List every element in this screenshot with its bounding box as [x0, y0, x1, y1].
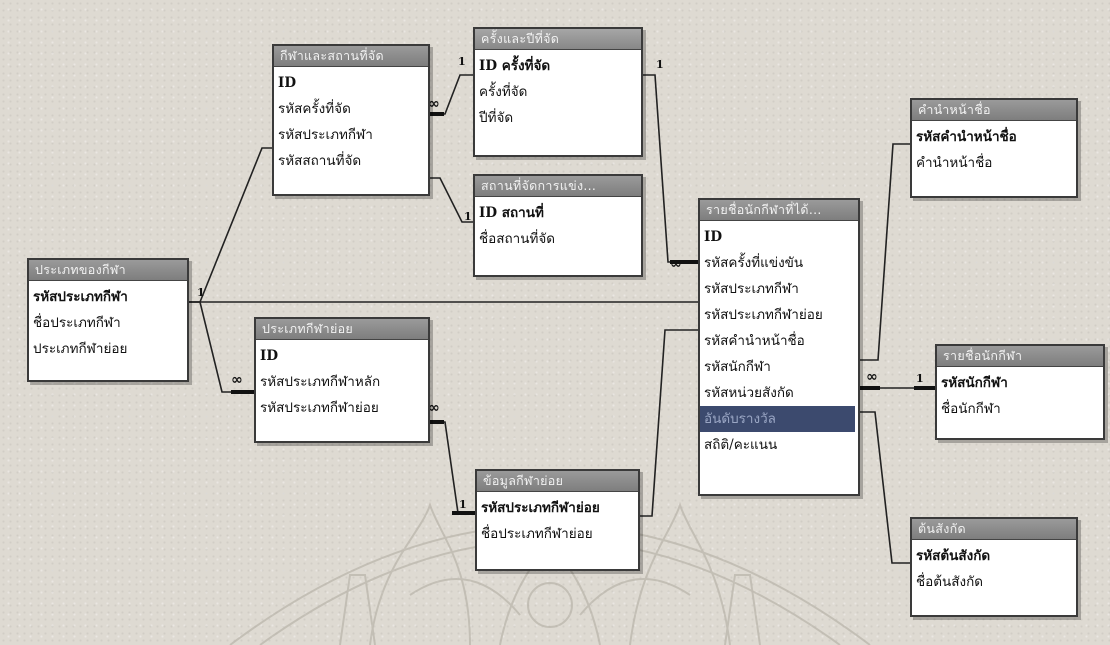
field-row[interactable]: รหัสประเภทกีฬาย่อย — [260, 400, 379, 416]
one-label: 1 — [656, 58, 664, 71]
field-row[interactable]: ชื่อนักกีฬา — [941, 401, 1001, 417]
table-title[interactable]: สถานที่จัดการแข่ง... — [475, 176, 641, 197]
field-row[interactable]: ชื่อประเภทกีฬา — [33, 315, 121, 331]
relationship-lines — [189, 74, 935, 564]
table-title[interactable]: คำนำหน้าชื่อ — [912, 100, 1076, 121]
field-row[interactable]: ปีที่จัด — [479, 110, 514, 126]
field-row[interactable]: ID — [260, 348, 279, 364]
table-title[interactable]: ครั้งและปีที่จัด — [475, 29, 641, 50]
table-subtype-info[interactable]: ข้อมูลกีฬาย่อย รหัสประเภทกีฬาย่อย ชื่อปร… — [475, 469, 640, 571]
many-label: ∞ — [670, 256, 682, 272]
table-medal-athletes[interactable]: รายชื่อนักกีฬาที่ได้... ID รหัสครั้งที่แ… — [698, 198, 860, 496]
table-title[interactable]: ต้นสังกัด — [912, 519, 1076, 540]
field-row[interactable]: ID ครั้งที่จัด — [479, 58, 551, 74]
field-row[interactable]: ครั้งที่จัด — [479, 84, 528, 100]
table-subtype-groups[interactable]: ประเภทกีฬาย่อย ID รหัสประเภทกีฬาหลัก รหั… — [254, 317, 430, 443]
field-row[interactable]: รหัสประเภทกีฬา — [704, 281, 799, 297]
field-row[interactable]: รหัสคำนำหน้าชื่อ — [704, 333, 805, 349]
field-row[interactable]: รหัสนักกีฬา — [941, 375, 1008, 391]
field-row[interactable]: รหัสคำนำหน้าชื่อ — [916, 129, 1017, 145]
many-label: ∞ — [428, 96, 440, 112]
field-row[interactable]: รหัสประเภทกีฬา — [278, 127, 373, 143]
field-row[interactable]: ID สถานที่ — [479, 205, 544, 221]
field-row[interactable]: รหัสต้นสังกัด — [916, 548, 991, 564]
table-title[interactable]: ประเภทของกีฬา — [29, 260, 187, 281]
field-row[interactable]: รหัสประเภทกีฬาย่อย — [704, 307, 823, 323]
many-label: ∞ — [866, 369, 878, 385]
field-row[interactable]: รหัสหน่วยสังกัด — [704, 385, 794, 401]
many-label: ∞ — [231, 372, 243, 388]
field-row[interactable]: รหัสประเภทกีฬาย่อย — [481, 500, 600, 516]
table-games-venues[interactable]: กีฬาและสถานที่จัด ID รหัสครั้งที่จัด รหั… — [272, 44, 430, 196]
one-label: 1 — [459, 498, 467, 511]
table-affiliation[interactable]: ต้นสังกัด รหัสต้นสังกัด ชื่อต้นสังกัด — [910, 517, 1078, 617]
table-title[interactable]: ประเภทกีฬาย่อย — [256, 319, 428, 340]
table-title[interactable]: กีฬาและสถานที่จัด — [274, 46, 428, 67]
one-label: 1 — [464, 210, 472, 223]
table-title[interactable]: ข้อมูลกีฬาย่อย — [477, 471, 638, 492]
field-row[interactable]: ชื่อประเภทกีฬาย่อย — [481, 526, 593, 542]
field-row[interactable]: ชื่อสถานที่จัด — [479, 231, 556, 247]
selected-field-row[interactable]: อันดับรางวัล — [700, 406, 855, 432]
field-row[interactable]: ID — [278, 75, 297, 91]
field-row[interactable]: รหัสครั้งที่จัด — [278, 101, 351, 117]
one-label: 1 — [916, 372, 924, 385]
field-row[interactable]: คำนำหน้าชื่อ — [916, 155, 993, 171]
field-row[interactable]: สถิติ/คะแนน — [704, 437, 778, 453]
field-row[interactable]: รหัสประเภทกีฬา — [33, 289, 128, 305]
relationships-canvas: 1 ∞ ∞ 1 1 1 ∞ ∞ 1 ∞ 1 ประเภทของกีฬา รหัส… — [27, 27, 1105, 645]
field-row[interactable]: รหัสประเภทกีฬาหลัก — [260, 374, 381, 390]
field-row[interactable]: รหัสครั้งที่แข่งขัน — [704, 255, 804, 271]
many-label: ∞ — [428, 400, 440, 416]
field-row[interactable]: ID — [704, 229, 723, 245]
table-title[interactable]: รายชื่อนักกีฬา — [937, 346, 1103, 367]
table-athletes[interactable]: รายชื่อนักกีฬา รหัสนักกีฬา ชื่อนักกีฬา — [935, 344, 1105, 440]
table-name-prefix[interactable]: คำนำหน้าชื่อ รหัสคำนำหน้าชื่อ คำนำหน้าชื… — [910, 98, 1078, 198]
table-competition-venues[interactable]: สถานที่จัดการแข่ง... ID สถานที่ ชื่อสถาน… — [473, 174, 643, 277]
field-row[interactable]: รหัสนักกีฬา — [704, 359, 771, 375]
field-row[interactable]: ชื่อต้นสังกัด — [916, 574, 984, 590]
field-row[interactable]: รหัสสถานที่จัด — [278, 153, 362, 169]
table-editions-years[interactable]: ครั้งและปีที่จัด ID ครั้งที่จัด ครั้งที่… — [473, 27, 643, 157]
table-sport-types[interactable]: ประเภทของกีฬา รหัสประเภทกีฬา ชื่อประเภทก… — [27, 258, 189, 382]
field-row[interactable]: ประเภทกีฬาย่อย — [33, 341, 128, 357]
one-label: 1 — [458, 55, 466, 68]
table-title[interactable]: รายชื่อนักกีฬาที่ได้... — [700, 200, 858, 221]
one-label: 1 — [197, 286, 205, 299]
